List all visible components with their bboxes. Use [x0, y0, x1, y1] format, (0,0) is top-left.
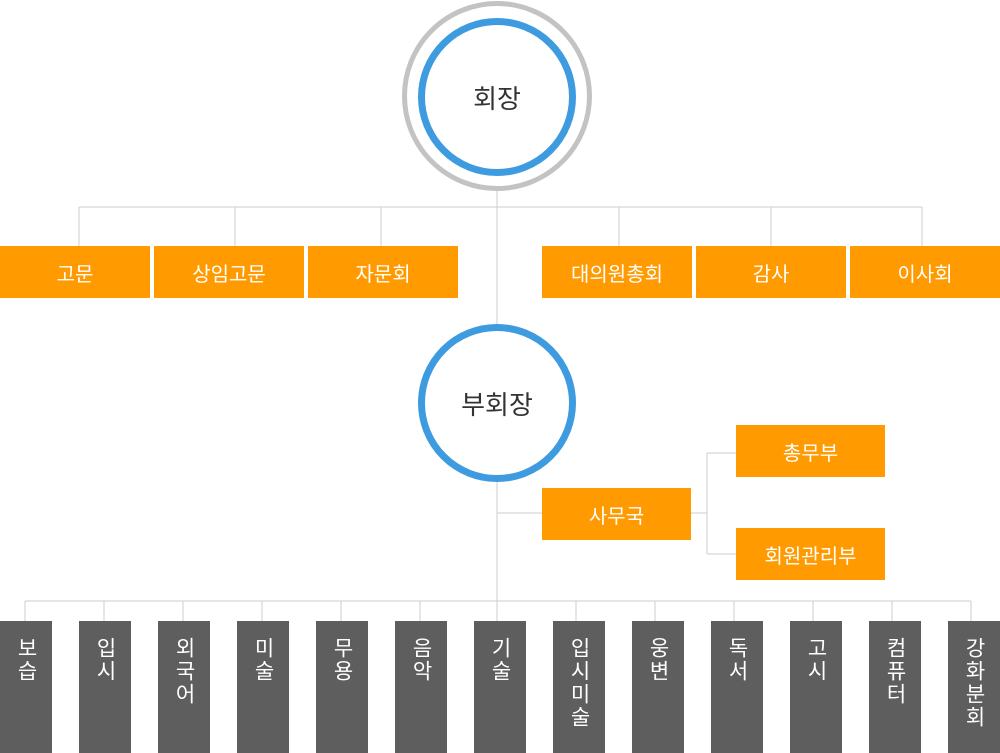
- division-label: 보습: [14, 637, 39, 683]
- secretariat-unit-general-affairs: 총무부: [736, 425, 885, 477]
- advisory-label: 자문회: [355, 261, 411, 286]
- advisory-label: 고문: [56, 261, 94, 286]
- division-label: 고시: [804, 637, 829, 683]
- division-box: 보습: [0, 621, 52, 753]
- secretariat-box: 사무국: [542, 488, 691, 540]
- division-box: 컴퓨터: [869, 621, 921, 753]
- division-box: 독서: [711, 621, 763, 753]
- advisory-box-standing-advisor: 상임고문: [154, 246, 304, 298]
- advisory-box-consulting-committee: 자문회: [308, 246, 458, 298]
- division-label: 기술: [488, 637, 513, 683]
- chairman-node: 회장: [418, 18, 576, 176]
- secretariat-unit-label: 총무부: [782, 440, 839, 465]
- division-box: 외국어: [158, 621, 210, 753]
- advisory-label: 감사: [752, 261, 790, 286]
- vice-chairman-label: 부회장: [461, 390, 533, 421]
- division-box: 고시: [790, 621, 842, 753]
- division-label: 독서: [725, 637, 750, 683]
- vice-chairman-node: 부회장: [418, 324, 576, 482]
- advisory-label: 이사회: [897, 261, 953, 286]
- advisory-label: 대의원총회: [571, 261, 663, 286]
- division-box: 입시: [79, 621, 131, 753]
- secretariat-label: 사무국: [588, 503, 645, 528]
- advisory-box-auditor: 감사: [696, 246, 846, 298]
- division-box: 웅변: [632, 621, 684, 753]
- advisory-box-advisor: 고문: [0, 246, 150, 298]
- division-label: 강화분회: [962, 637, 987, 729]
- advisory-label: 상임고문: [192, 261, 266, 286]
- secretariat-unit-label: 회원관리부: [764, 543, 857, 568]
- division-label: 입시미술: [567, 637, 592, 729]
- division-box: 미술: [237, 621, 289, 753]
- secretariat-unit-membership: 회원관리부: [736, 528, 885, 580]
- division-label: 무용: [330, 637, 355, 683]
- division-label: 웅변: [646, 637, 671, 683]
- division-label: 외국어: [172, 637, 197, 706]
- advisory-box-general-assembly: 대의원총회: [542, 246, 692, 298]
- chairman-label: 회장: [473, 84, 521, 115]
- division-box: 입시미술: [553, 621, 605, 753]
- division-label: 입시: [93, 637, 118, 683]
- division-label: 컴퓨터: [883, 637, 908, 706]
- division-box: 기술: [474, 621, 526, 753]
- division-box: 무용: [316, 621, 368, 753]
- division-label: 미술: [251, 637, 276, 683]
- advisory-box-board: 이사회: [850, 246, 1000, 298]
- division-box: 강화분회: [948, 621, 1000, 753]
- division-box: 음악: [395, 621, 447, 753]
- division-label: 음악: [409, 637, 434, 683]
